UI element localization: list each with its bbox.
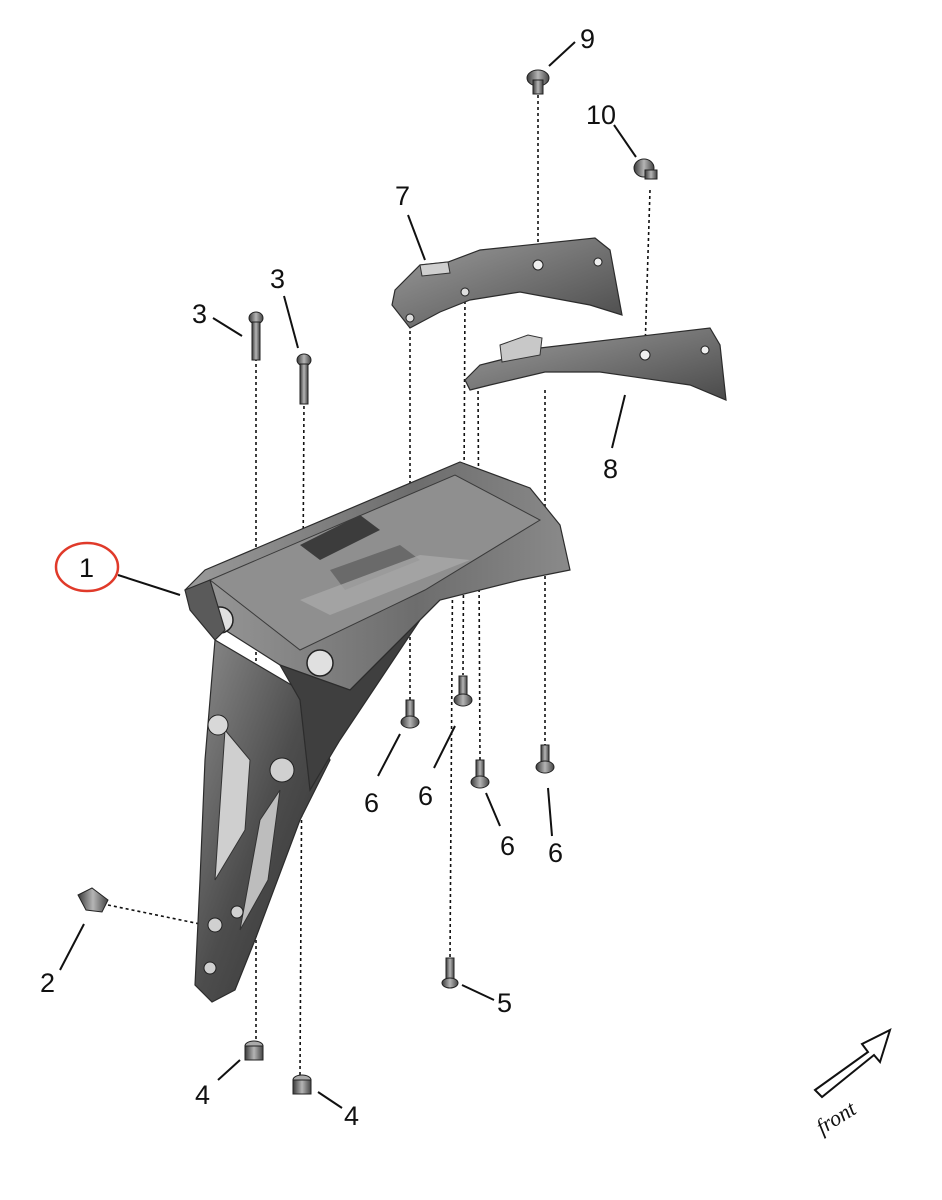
callout-7: 7: [395, 181, 410, 211]
callout-4-right: 4: [344, 1101, 359, 1131]
nut-4-left: [244, 1040, 264, 1061]
bolt-6-b: [453, 675, 473, 707]
callout-10: 10: [586, 100, 616, 130]
callout-2: 2: [40, 968, 55, 998]
long-bolt-3-right: [296, 353, 312, 405]
callout-3-right: 3: [270, 264, 285, 294]
fasteners: [77, 69, 658, 1095]
bolt-6-a: [400, 699, 420, 729]
callout-5: 5: [497, 988, 512, 1018]
long-bolt-3-left: [248, 311, 264, 361]
callout-labels: 1 2 3 3 4 4 5 6 6 6 6 7 8 9 10: [40, 24, 618, 1131]
callout-1: 1: [79, 553, 94, 583]
nut-4-right: [292, 1074, 312, 1095]
upper-side-bracket: [391, 237, 623, 329]
front-arrow-icon: [813, 1028, 892, 1099]
flange-nut-9: [526, 69, 550, 95]
callout-6-d: 6: [548, 838, 563, 868]
callout-6-c: 6: [500, 831, 515, 861]
lower-side-bracket: [464, 327, 727, 401]
bolt-5: [441, 957, 459, 989]
bolt-6-d: [535, 744, 555, 774]
callout-9: 9: [580, 24, 595, 54]
front-direction-indicator: front: [811, 1028, 892, 1139]
callout-6-a: 6: [364, 788, 379, 818]
front-label: front: [811, 1095, 861, 1139]
rubber-bumper-2: [77, 887, 109, 913]
bolt-6-c: [470, 759, 490, 789]
callout-4-left: 4: [195, 1080, 210, 1110]
callout-6-b: 6: [418, 781, 433, 811]
highlight-circle: [54, 541, 120, 593]
callout-3-left: 3: [192, 299, 207, 329]
callout-8: 8: [603, 454, 618, 484]
screw-10: [633, 158, 658, 180]
leader-lines: [59, 41, 637, 1109]
main-mounting-bracket: [184, 461, 571, 1003]
